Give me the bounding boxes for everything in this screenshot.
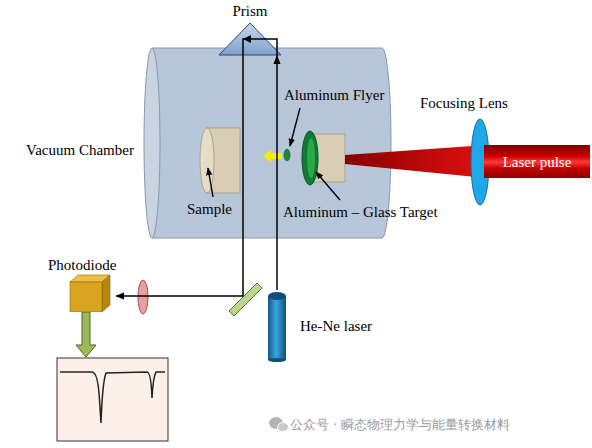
cube-side: [102, 275, 110, 312]
leader-line: [290, 108, 300, 146]
node-label: Photodiode: [48, 256, 116, 274]
oscilloscope-screen: [57, 358, 168, 441]
part-label: Sample: [187, 200, 232, 218]
part-label: Vacuum Chamber: [26, 141, 134, 159]
target: [302, 131, 345, 185]
watermark-icon: [269, 417, 289, 432]
watermark-icon-part: [278, 423, 289, 432]
laser-body: [268, 296, 286, 360]
watermark: 公众号 · 瞬态物理力学与能量转换材料: [290, 416, 510, 434]
part-label: Aluminum – Glass Target: [283, 203, 438, 221]
collecting-lens: [138, 280, 148, 314]
signal-arrow: [76, 312, 96, 357]
signal-trace: [60, 372, 165, 423]
laser-bottom: [268, 358, 286, 362]
beam-connector: [116, 56, 243, 296]
photodiode: Photodiode: [48, 256, 116, 312]
laser-pulse-beam: Laser pulse: [484, 145, 590, 178]
sample-cylinder: [200, 128, 240, 193]
laser-cylinder: [266, 290, 288, 362]
prism-triangle: [219, 23, 281, 55]
leader-line: [316, 172, 340, 200]
beam-connector: [276, 56, 278, 290]
laser-top: [268, 292, 286, 300]
prism: Prism: [215, 2, 285, 56]
he-ne-laser: He-Ne laser: [266, 290, 372, 362]
node-label: Laser pulse: [503, 153, 572, 171]
beam-mirror: [229, 283, 262, 316]
aluminum-flyer: [284, 149, 290, 161]
part-label: Aluminum Flyer: [284, 86, 384, 104]
prism-shape: [215, 20, 285, 56]
chamber-face: [144, 48, 160, 238]
sample-face: [200, 128, 214, 193]
leader-line: [208, 168, 213, 197]
part-label: Focusing Lens: [420, 94, 508, 112]
chamber-edge: [152, 238, 382, 239]
flyer-direction-arrow: [263, 150, 282, 162]
cube-front: [70, 282, 102, 312]
node-label: Prism: [215, 2, 285, 20]
photodiode-cube: [68, 274, 112, 312]
laser-beam-cone: [345, 145, 486, 178]
target-disc-inner: [307, 138, 315, 178]
beam-arrowhead: [243, 35, 251, 43]
node-label: He-Ne laser: [300, 317, 372, 335]
target-disc: [302, 131, 318, 185]
